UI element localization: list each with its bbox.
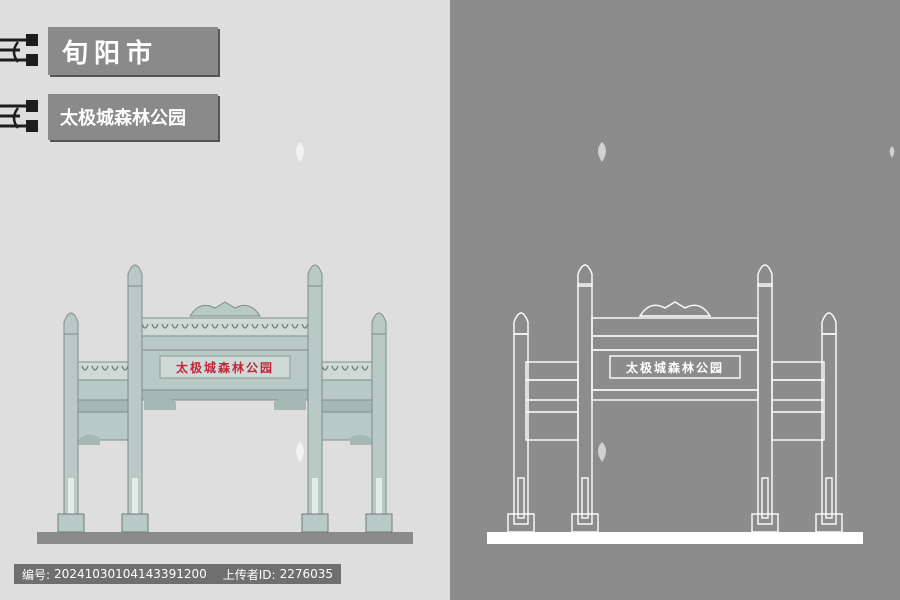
watermark-logo-icon	[598, 442, 606, 462]
right-panel	[450, 0, 900, 600]
id-value: 20241030104143391200	[54, 567, 207, 581]
gate-base	[37, 532, 413, 544]
gate-illustration-lineart: 太极城森林公园	[487, 264, 863, 544]
gate-plaque-text: 太极城森林公园	[176, 360, 274, 375]
watermark-logo-icon	[889, 146, 895, 158]
gate-plaque-text-lineart: 太极城森林公园	[626, 360, 724, 375]
uploader-label: 上传者ID:	[222, 567, 276, 582]
park-name-sign: 太极城森林公园	[48, 94, 218, 140]
id-label: 编号:	[22, 567, 51, 582]
city-name-sign: 旬阳市	[48, 27, 218, 75]
watermark-logo-icon	[296, 442, 304, 462]
watermark-logo-icon	[296, 142, 304, 162]
watermark-logo-icon	[598, 142, 606, 162]
image-info-bar: 编号: 20241030104143391200 上传者ID: 2276035	[14, 564, 342, 584]
sign-bracket-icon	[0, 100, 38, 132]
gate-illustration-color: 太极城森林公园	[37, 264, 413, 544]
sign-bracket-icon	[0, 34, 38, 66]
uploader-value: 2276035	[279, 567, 334, 581]
